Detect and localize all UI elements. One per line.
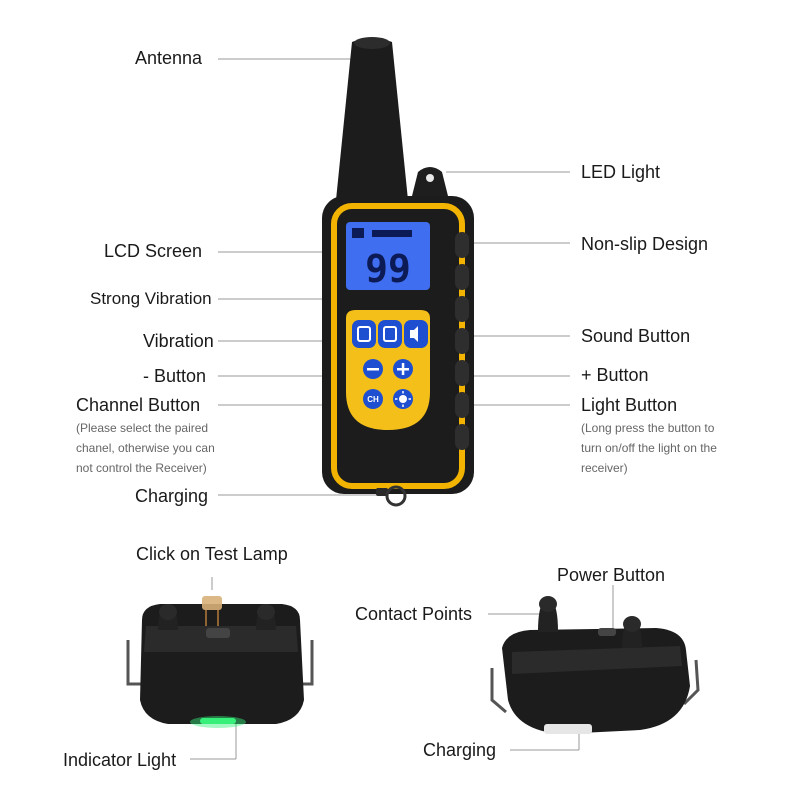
- receiver-side: [490, 596, 700, 734]
- label-charging: Charging: [135, 486, 209, 506]
- label-lcd-screen: LCD Screen: [104, 241, 203, 261]
- label-antenna: Antenna: [135, 48, 203, 68]
- indicator-light: [200, 718, 236, 724]
- sun-icon: [399, 395, 407, 403]
- antenna: [336, 38, 408, 200]
- power-key-front: [206, 628, 230, 638]
- label-indicator-light: Indicator Light: [63, 750, 177, 770]
- minus-icon: [367, 368, 379, 371]
- lcd-digits: 99: [365, 247, 411, 291]
- channel-key-label: CH: [367, 395, 379, 404]
- receiver-front: [126, 596, 314, 728]
- label-channel-button: Channel Button: [76, 395, 201, 415]
- label-power-button: Power Button: [557, 565, 666, 585]
- note-channel-line: chanel, otherwise you can: [76, 441, 215, 455]
- label-test-lamp: Click on Test Lamp: [136, 544, 288, 564]
- label-strong-vibration: Strong Vibration: [90, 289, 212, 308]
- label-vibration: Vibration: [143, 331, 214, 351]
- label-minus-button: - Button: [143, 366, 207, 386]
- note-channel-line: (Please select the paired: [76, 421, 209, 435]
- note-light-line: turn on/off the light on the: [581, 441, 717, 455]
- label-contact-points: Contact Points: [355, 604, 473, 624]
- lanyard-loop: [385, 485, 407, 507]
- non-slip-grip: [455, 232, 469, 450]
- note-light-line: receiver): [581, 461, 628, 475]
- label-sound-button: Sound Button: [581, 326, 691, 346]
- power-button-receiver[interactable]: [598, 628, 616, 636]
- label-plus-button: + Button: [581, 365, 649, 385]
- label-non-slip-design: Non-slip Design: [581, 234, 709, 254]
- charging-port: [376, 488, 388, 496]
- note-light: (Long press the button to turn on/off th…: [581, 418, 717, 478]
- battery-icon: [372, 230, 412, 237]
- vibration-button[interactable]: [352, 320, 376, 348]
- strong-vibration-button[interactable]: [378, 320, 402, 348]
- strong-vibration-icon: [383, 326, 397, 342]
- remote-transmitter: 99 CH: [322, 37, 474, 507]
- lcd-screen: [346, 222, 430, 290]
- note-channel-line: not control the Receiver): [76, 461, 207, 475]
- label-led-light: LED Light: [581, 162, 661, 182]
- channel-button[interactable]: [363, 389, 383, 409]
- vibration-icon: [357, 326, 371, 342]
- label-receiver-charging: Charging: [423, 740, 497, 760]
- test-lamp: [202, 596, 222, 610]
- receiver-side-body: [502, 628, 690, 734]
- label-light-button: Light Button: [581, 395, 678, 415]
- note-channel: (Please select the paired chanel, otherw…: [76, 418, 215, 478]
- receiver-charging-port: [544, 724, 592, 734]
- speaker-icon: [410, 326, 418, 342]
- note-light-line: (Long press the button to: [581, 421, 715, 435]
